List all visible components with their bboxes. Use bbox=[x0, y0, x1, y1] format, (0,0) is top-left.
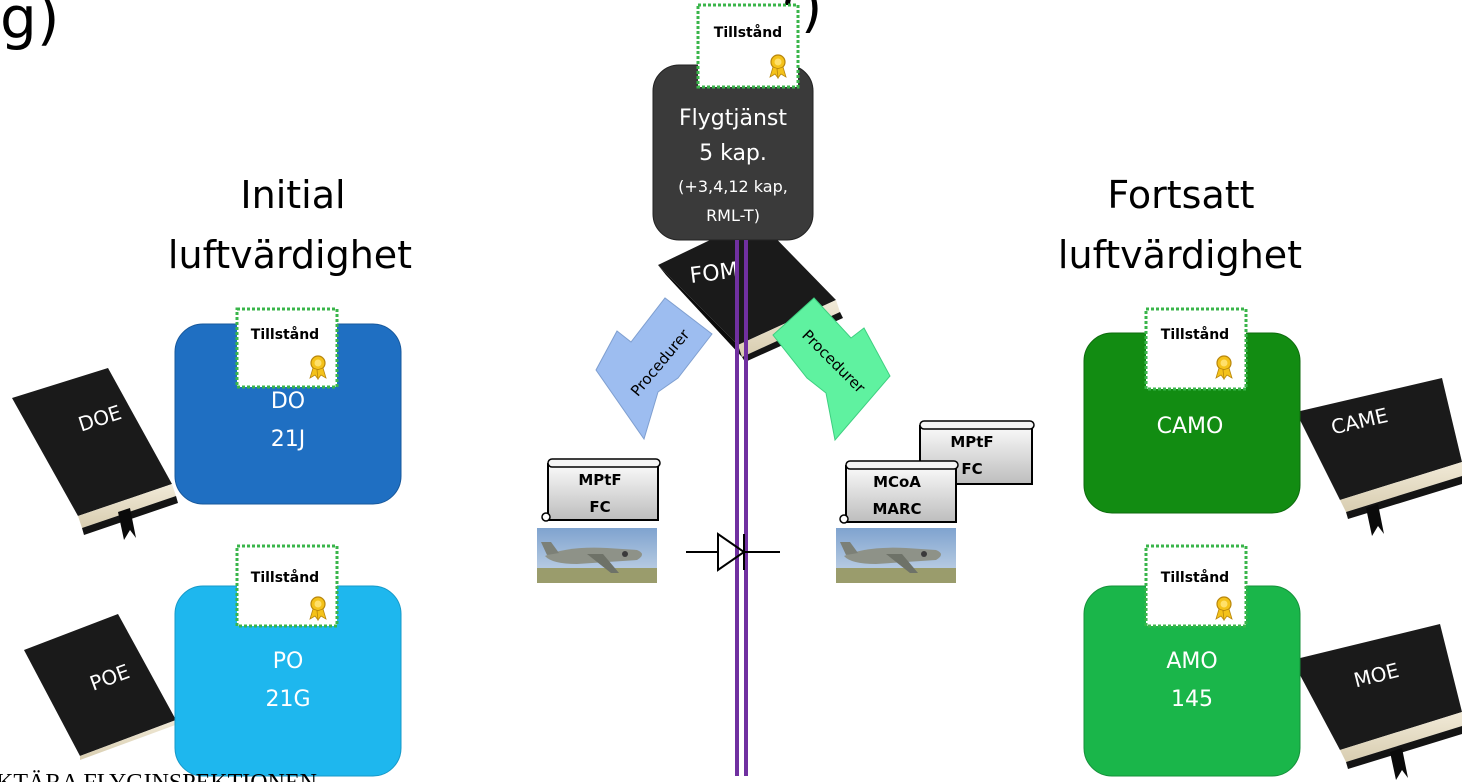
diode-symbol bbox=[686, 532, 780, 572]
po-line2: 21G bbox=[265, 687, 310, 712]
moe-manual: MOE bbox=[1292, 624, 1462, 780]
amo-line2: 145 bbox=[1171, 687, 1213, 712]
fom-label: FOM bbox=[688, 258, 740, 289]
scroll-left-line2: FC bbox=[589, 498, 610, 516]
flygtjanst-sub1: (+3,4,12 kap, bbox=[678, 177, 788, 196]
award-icon bbox=[309, 355, 327, 380]
certificate-do: Tillstånd bbox=[235, 307, 339, 389]
certificate-label: Tillstånd bbox=[251, 569, 319, 586]
certificate-label: Tillstånd bbox=[251, 326, 319, 343]
award-icon bbox=[1215, 355, 1233, 380]
came-manual: CAME bbox=[1296, 378, 1462, 536]
certificate-label: Tillstånd bbox=[714, 24, 782, 41]
procedure-arrow-right: Procedurer bbox=[772, 297, 891, 442]
flygtjanst-line2: 5 kap. bbox=[699, 141, 767, 166]
po-line1: PO bbox=[273, 649, 304, 674]
scroll-right-back-line1: MPtF bbox=[950, 433, 993, 451]
scroll-right-front-line1: MCoA bbox=[873, 473, 921, 491]
flygtjanst-sub2: RML-T) bbox=[706, 206, 760, 225]
scroll-right-back-line2: FC bbox=[961, 460, 982, 478]
scroll-left: MPtF FC bbox=[541, 458, 661, 522]
scroll-right-front-line2: MARC bbox=[872, 500, 921, 518]
certificate-label: Tillstånd bbox=[1161, 326, 1229, 343]
award-icon bbox=[1215, 596, 1233, 621]
certificate-po: Tillstånd bbox=[235, 544, 339, 628]
heading-continued-line1: Fortsatt bbox=[1107, 173, 1254, 217]
amo-line1: AMO bbox=[1166, 649, 1217, 674]
poe-manual: POE bbox=[24, 614, 178, 760]
flygtjanst-line1: Flygtjänst bbox=[679, 106, 787, 131]
award-icon bbox=[309, 596, 327, 621]
heading-initial-line2: luftvärdighet bbox=[168, 233, 412, 277]
heading-continued-line2: luftvärdighet bbox=[1058, 233, 1302, 277]
certificate-label: Tillstånd bbox=[1161, 569, 1229, 586]
heading-initial-line1: Initial bbox=[240, 173, 345, 217]
aircraft-image-right bbox=[836, 528, 956, 583]
do-line1: DO bbox=[271, 389, 305, 414]
aircraft-image-left bbox=[537, 528, 657, 583]
procedure-arrow-left: Procedurer bbox=[595, 297, 713, 441]
footer-fragment: KTÄRA FLYGINSPEKTIONEN bbox=[0, 770, 317, 782]
award-icon bbox=[769, 54, 787, 79]
scroll-right-front: MCoA MARC bbox=[839, 460, 959, 524]
certificate-flygtjanst: Tillstånd bbox=[696, 3, 800, 89]
scroll-left-line1: MPtF bbox=[578, 471, 621, 489]
certificate-camo: Tillstånd bbox=[1144, 307, 1248, 391]
doe-manual: DOE bbox=[12, 368, 178, 540]
title-fragment-left: g) bbox=[0, 0, 59, 52]
certificate-amo: Tillstånd bbox=[1144, 544, 1248, 628]
do-line2: 21J bbox=[271, 427, 305, 452]
camo-line1: CAMO bbox=[1157, 414, 1224, 439]
